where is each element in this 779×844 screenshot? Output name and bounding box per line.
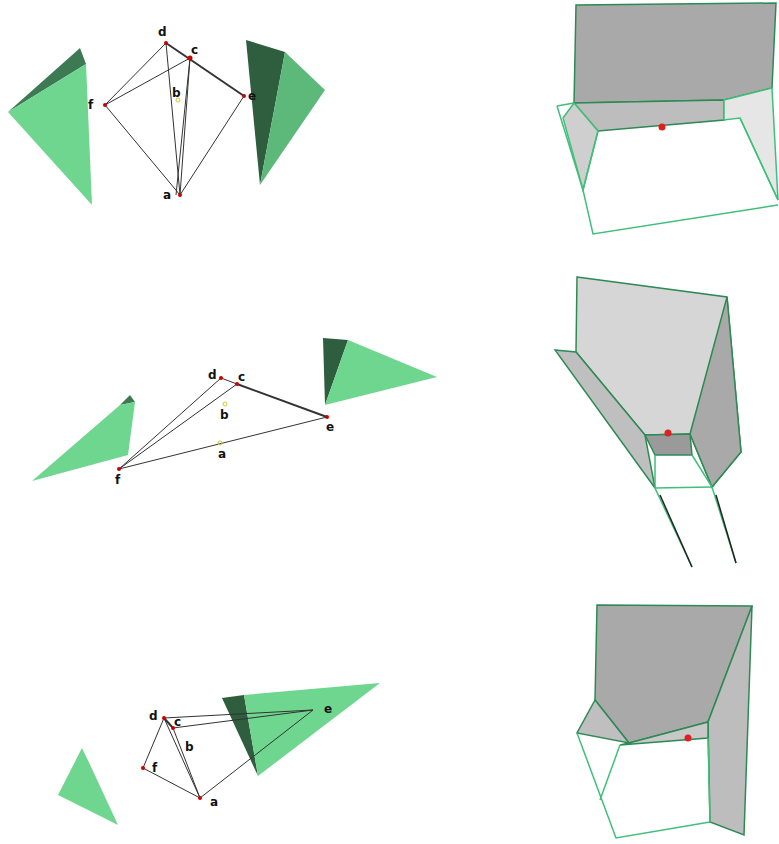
point-label: e [248, 90, 256, 102]
point-label: f [88, 99, 93, 111]
point-label: b [185, 741, 194, 753]
point-label: b [220, 409, 229, 421]
point-label: e [324, 703, 332, 715]
point-label: a [218, 448, 226, 460]
point-label: c [238, 371, 245, 383]
point-label: f [152, 762, 157, 774]
point-label: b [172, 87, 181, 99]
point-label: d [208, 369, 217, 381]
point-label: e [326, 421, 334, 433]
point-label: a [163, 189, 171, 201]
point-label: d [149, 710, 158, 722]
point-label: a [210, 796, 218, 808]
point-label: f [115, 474, 120, 486]
point-label: d [158, 26, 167, 38]
point-label: c [191, 44, 198, 56]
point-label: c [174, 716, 181, 728]
